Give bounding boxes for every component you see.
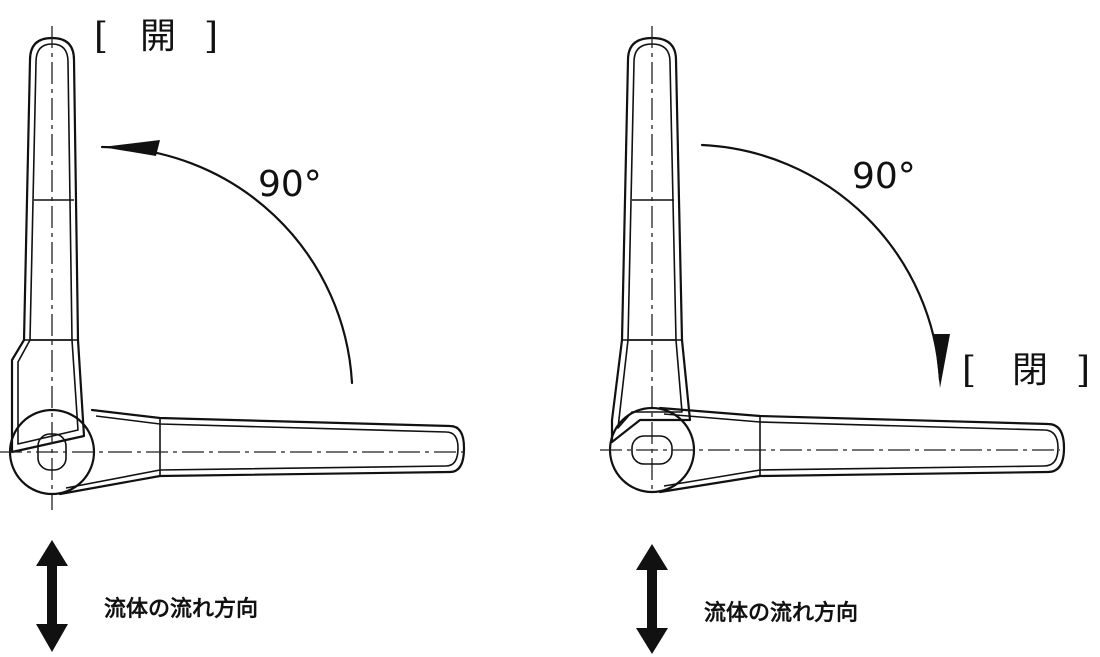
left-pivot-hub: [0, 408, 110, 496]
left-state-label: 開: [140, 16, 176, 57]
right-rotation-arc: [700, 143, 950, 388]
right-state-label: 閉: [1012, 350, 1048, 391]
left-open-panel: [ 開 ] 90° 流体の流れ方向: [0, 16, 470, 652]
left-angle-label: 90°: [258, 164, 322, 205]
right-horizontal-handle: [658, 406, 1066, 494]
right-flow-arrow-icon: [636, 544, 668, 654]
right-angle-label: 90°: [852, 156, 916, 197]
right-state-bracket-open: [: [962, 350, 976, 391]
right-arc-arrowhead: [934, 334, 950, 388]
left-flow-arrow-icon: [36, 540, 68, 652]
left-rotation-arc: [100, 140, 354, 385]
left-vertical-handle: [10, 26, 86, 510]
right-flow-direction-label: 流体の流れ方向: [704, 600, 858, 626]
left-arc-arrowhead: [102, 140, 160, 156]
right-closed-panel: 90° [ 閉 ] 流体の流れ方向: [600, 26, 1090, 654]
right-vertical-handle: [610, 26, 692, 490]
left-horizontal-handle: [58, 408, 470, 496]
left-flow-direction-label: 流体の流れ方向: [104, 596, 258, 622]
right-pivot-hub: [600, 406, 1060, 494]
left-state-bracket-close: ]: [204, 16, 218, 57]
left-state-bracket-open: [: [94, 16, 108, 57]
right-state-bracket-close: ]: [1076, 350, 1090, 391]
